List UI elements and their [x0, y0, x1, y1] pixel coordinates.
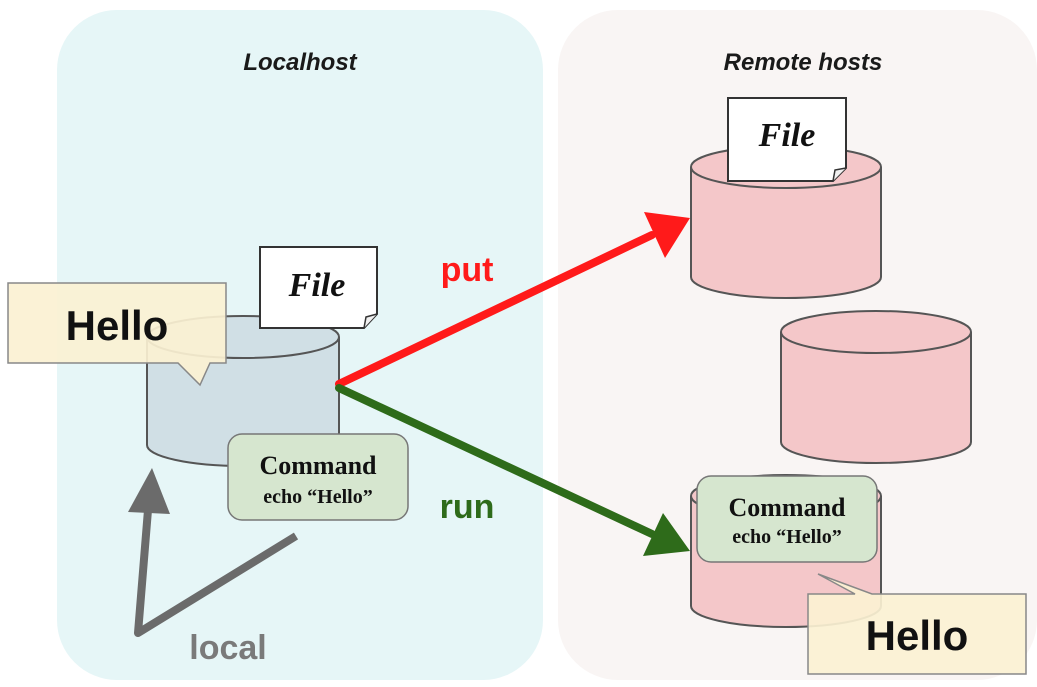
remote-hello-bubble: Hello: [807, 573, 1027, 675]
put-label: put: [441, 251, 494, 289]
localhost-title: Localhost: [243, 49, 357, 76]
remote-command-box: Command echo “Hello”: [696, 475, 878, 563]
local-label: local: [189, 629, 266, 667]
local-command-box: Command echo “Hello”: [227, 433, 409, 521]
local-hello-text: Hello: [66, 302, 169, 349]
local-command-title: Command: [259, 451, 377, 480]
remote-file-document: File: [727, 97, 847, 182]
run-arrow: [335, 384, 690, 556]
remote-command-title: Command: [728, 493, 846, 522]
local-hello-bubble: Hello: [7, 282, 227, 387]
local-file-document: File: [259, 246, 378, 329]
run-label: run: [440, 488, 495, 526]
local-file-label: File: [288, 267, 346, 304]
remote-hello-text: Hello: [866, 612, 969, 659]
remote-file-label: File: [758, 117, 816, 154]
remote-command-subtitle: echo “Hello”: [732, 526, 841, 548]
remote-cylinder-2: [780, 310, 972, 464]
local-arrow: [128, 468, 299, 637]
local-command-subtitle: echo “Hello”: [263, 486, 372, 508]
remote-hosts-title: Remote hosts: [724, 49, 883, 76]
put-arrow: [335, 212, 690, 388]
